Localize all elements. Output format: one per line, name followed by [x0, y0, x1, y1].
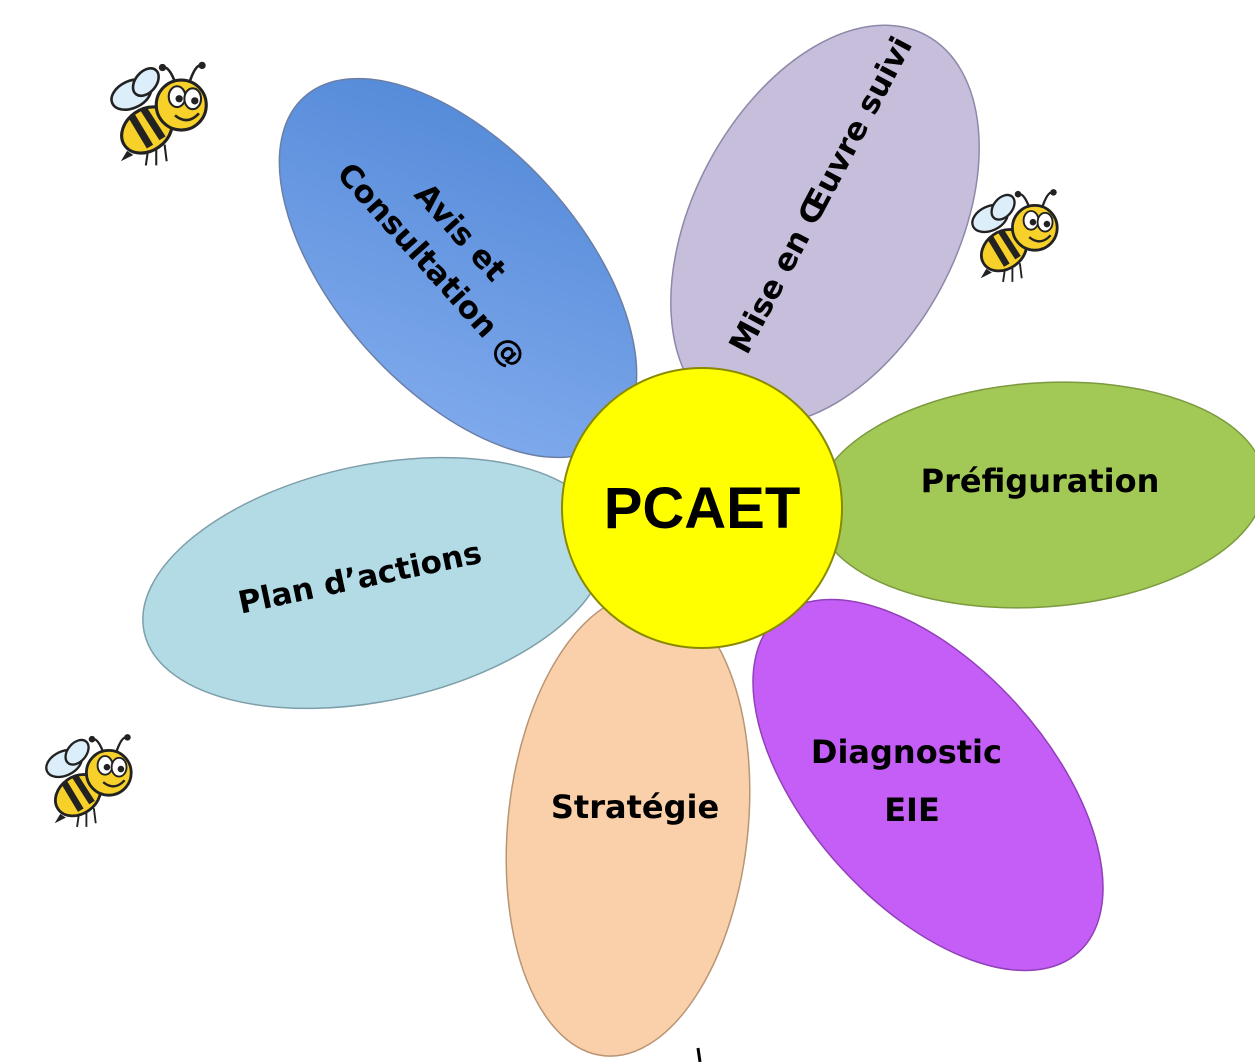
petal-diagnostic-line2: EIE [884, 791, 940, 829]
bee-icon [42, 734, 131, 827]
center-label: PCAET [604, 476, 801, 541]
stem-mark [696, 1047, 702, 1062]
petal-strategie: Stratégie [505, 593, 751, 1057]
svg-text:Diagnostic EIE: Diagnostic EIE [811, 733, 1013, 829]
petal-prefiguration: Préfiguration [814, 381, 1255, 609]
petal-mise-en-oeuvre: Mise en Œuvre suivi [670, 24, 980, 426]
petal-prefiguration-label: Préfiguration [921, 462, 1160, 500]
bee-icon [968, 189, 1057, 282]
center-circle [561, 367, 843, 649]
bee-icon [107, 62, 207, 166]
petal-diagnostic-line1: Diagnostic [811, 733, 1002, 771]
flower-center: PCAET [561, 367, 843, 649]
petal-strategie-label: Stratégie [551, 788, 719, 826]
petal-avis-consultation: Avis et Consultation @ [278, 77, 638, 459]
petal-diagnostic: Diagnostic EIE [752, 598, 1104, 972]
